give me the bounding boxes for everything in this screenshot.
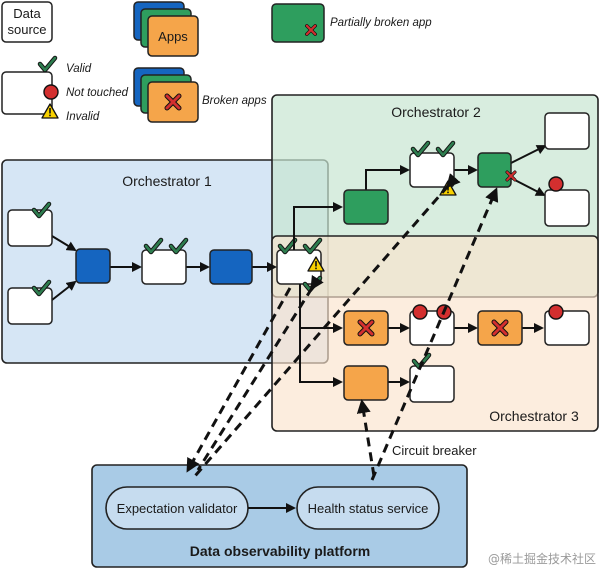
output-dataset-b-not-touched-icon [548,176,564,192]
orchestrator-3-title: Orchestrator 3 [489,408,579,424]
watermark-text: @稀土掘金技术社区 [488,551,596,566]
dashed-link-health-to-partially-broken [370,187,499,481]
edge-app-green-1-to-dataset-2 [365,165,410,190]
orchestrator-1-title: Orchestrator 1 [122,173,212,189]
dataset-1 [141,249,187,285]
legend-valid-check-icon [40,58,55,70]
edge-source2-to-app1 [51,280,77,301]
legend-partially-broken-box [271,3,325,43]
dataset-3-not-touched-icon-a [412,304,428,320]
legend-partially-broken-label: Partially broken app [330,17,432,29]
health-status-service-label: Health status service [308,501,429,516]
data-source-2 [7,287,53,325]
legend-data-source-label-line2: source [7,22,46,37]
edge-source1-to-app1 [51,235,77,252]
dashed-link-shared-to-validator-a [186,287,292,473]
dashed-link-dataset-2-to-validator [193,173,461,477]
edge-shared-to-app-green-1 [293,202,343,250]
app-green-1 [343,189,389,225]
dashed-link-shared-to-validator-b [196,274,324,471]
legend-broken-apps-label: Broken apps [202,95,267,107]
dataset-4-not-touched-icon [548,304,564,320]
data-source-1 [7,209,53,247]
orchestrator-2-title: Orchestrator 2 [391,104,481,120]
legend-data-source-box [1,1,53,43]
circuit-breaker-label: Circuit breaker [392,443,477,458]
dashed-link-health-to-orange-3 [356,399,376,477]
legend-not-touched-label: Not touched [66,87,129,99]
app-blue-1 [75,248,111,284]
legend: Data source Apps Partially broken app Br… [1,1,432,123]
output-dataset-b [544,189,590,227]
app-green-partially-broken [477,152,512,188]
health-status-service-node [296,486,440,530]
legend-apps-label: Apps [158,29,188,44]
legend-not-touched-circle-icon [43,84,59,100]
app-blue-2 [209,249,253,285]
edge-app-green-2-to-output-b [510,177,546,196]
app-orange-3 [343,365,389,401]
legend-data-source-label-line1: Data [13,6,41,21]
edge-app-green-2-to-output-a [510,145,547,164]
platform-title: Data observability platform [190,543,371,559]
legend-invalid-label: Invalid [66,111,100,123]
expectation-validator-label: Expectation validator [117,501,238,516]
legend-valid-label: Valid [66,63,92,75]
legend-apps-stack-front [147,15,199,57]
output-dataset-a [544,112,590,150]
dataset-2 [409,152,455,188]
dataset-5 [409,365,455,403]
edge-shared-to-app-orange-3 [299,328,343,387]
